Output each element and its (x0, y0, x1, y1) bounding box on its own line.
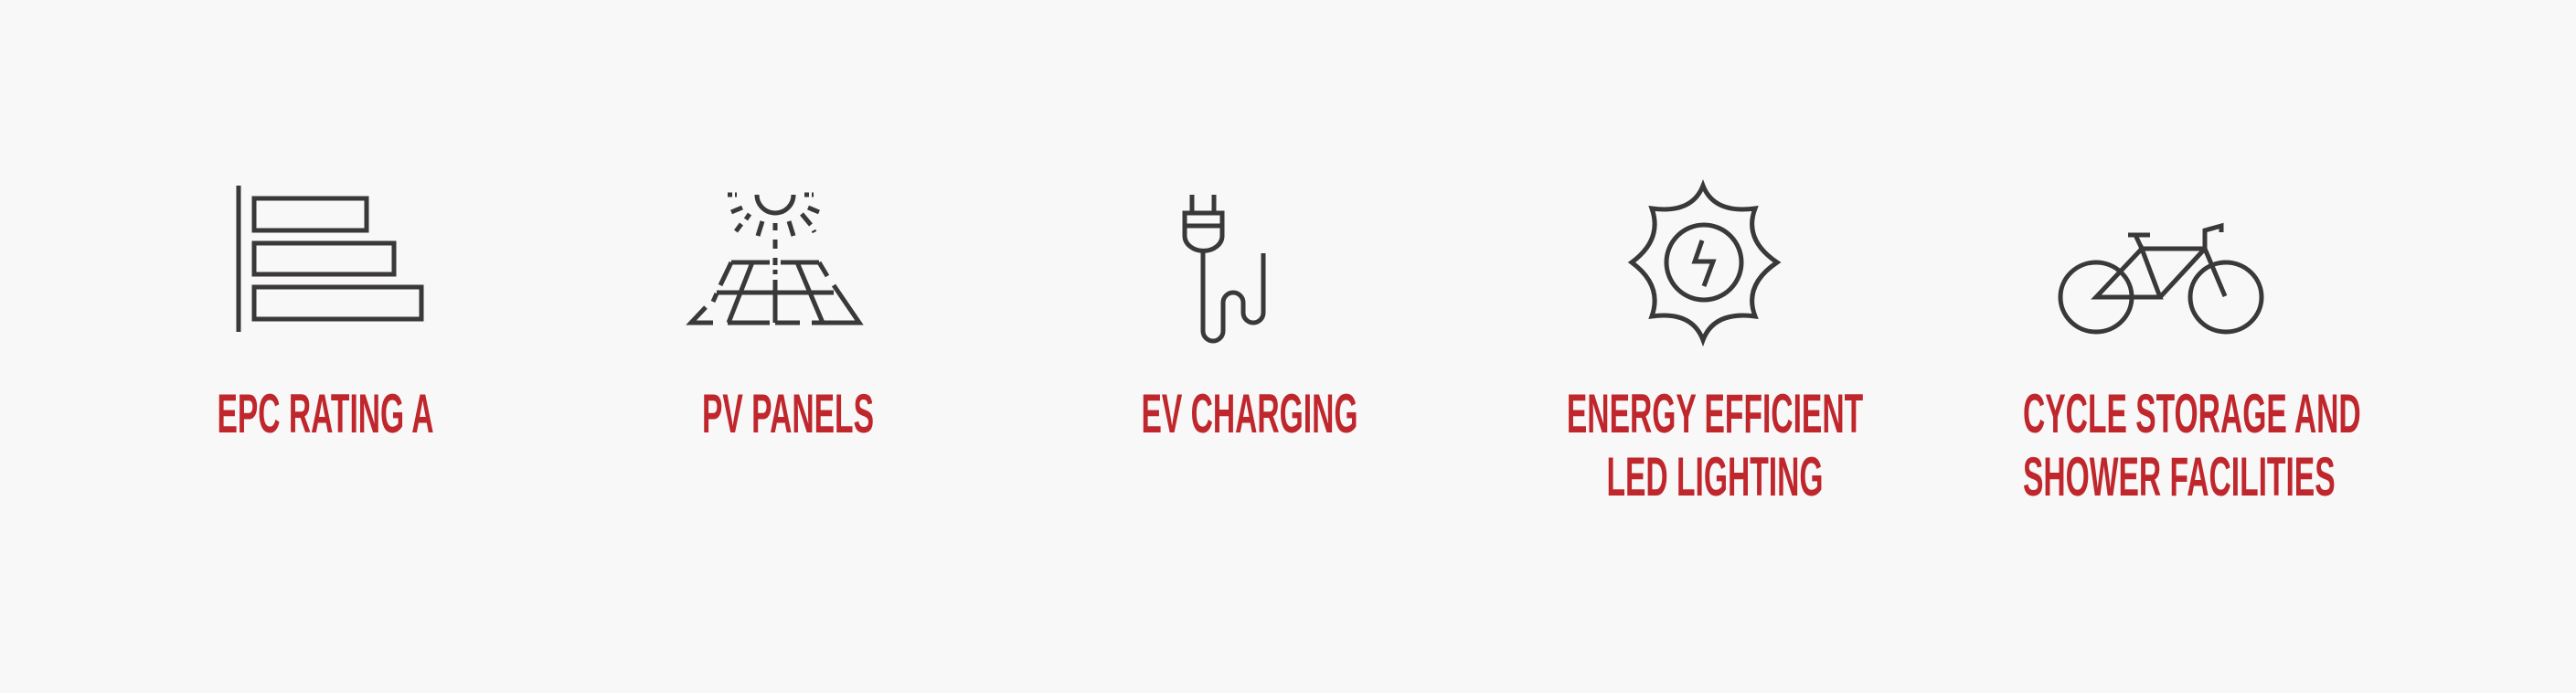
feature-label-line: SHOWER FACILITIES (2023, 446, 2336, 507)
feature-label-line: LED LIGHTING (1606, 446, 1824, 507)
feature-label-line: EV CHARGING (1141, 383, 1358, 444)
feature-label-line: CYCLE STORAGE AND (2023, 383, 2361, 444)
feature-label-line: EPC RATING A (217, 383, 434, 444)
feature-label-cycle-storage: CYCLE STORAGE AND SHOWER FACILITIES (2023, 382, 2361, 508)
feature-label-epc-rating: EPC RATING A (172, 382, 479, 445)
feature-label-ev-charging: EV CHARGING (1096, 382, 1403, 445)
feature-label-led-lighting: ENERGY EFFICIENT LED LIGHTING (1561, 382, 1868, 508)
feature-label-pv-panels: PV PANELS (634, 382, 942, 445)
feature-label-line: PV PANELS (702, 383, 874, 444)
feature-label-line: ENERGY EFFICIENT (1566, 383, 1864, 444)
